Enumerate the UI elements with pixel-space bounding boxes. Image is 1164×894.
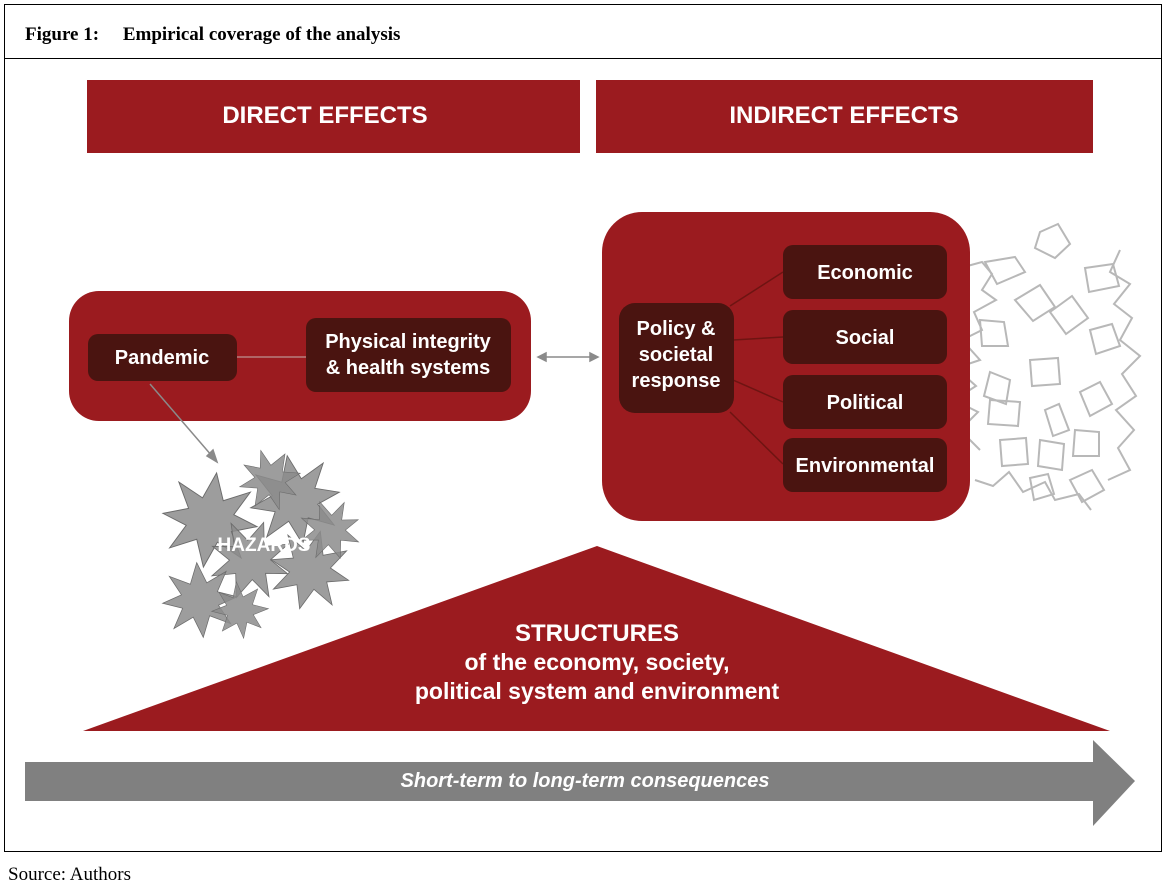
structures-title: STRUCTURES — [515, 620, 679, 647]
hazards-label: HAZARDS — [218, 535, 311, 556]
pandemic-label: Pandemic — [115, 347, 209, 369]
bidirectional-arrow — [536, 351, 600, 363]
physical-integrity-label-1: Physical integrity — [325, 331, 491, 353]
environmental-box — [783, 438, 947, 492]
political-label: Political — [827, 392, 904, 414]
structures-line-2: political system and environment — [415, 678, 780, 704]
indirect-effects-banner — [596, 80, 1093, 153]
policy-label-2: societal — [639, 344, 713, 366]
physical-integrity-box — [306, 318, 511, 392]
direct-effects-banner — [87, 80, 580, 153]
structures-triangle — [83, 546, 1110, 731]
indirect-effects-label: INDIRECT EFFECTS — [729, 102, 958, 129]
environmental-label: Environmental — [796, 455, 935, 477]
timeline-label: Short-term to long-term consequences — [401, 770, 770, 792]
doodle-shapes — [951, 222, 1142, 511]
structures-line-1: of the economy, society, — [465, 649, 730, 675]
social-label: Social — [836, 327, 895, 349]
physical-integrity-label-2: & health systems — [326, 357, 491, 379]
figure-number: Figure 1: — [25, 24, 100, 45]
pandemic-box — [88, 334, 237, 381]
figure-title-bar: Figure 1: Empirical coverage of the anal… — [4, 4, 1162, 59]
timeline-arrow — [25, 740, 1135, 826]
source-note: Source: Authors — [8, 864, 131, 885]
pandemic-to-hazards-arrow — [149, 383, 219, 464]
policy-response-box — [619, 303, 734, 413]
economic-label: Economic — [817, 262, 913, 284]
figure-title: Figure 1: Empirical coverage of the anal… — [25, 24, 400, 46]
political-box — [783, 375, 947, 429]
policy-label-1: Policy & — [637, 318, 716, 340]
figure-title-text: Empirical coverage of the analysis — [122, 24, 401, 45]
social-box — [783, 310, 947, 364]
policy-connectors — [729, 271, 784, 465]
direct-effects-label: DIRECT EFFECTS — [222, 102, 427, 129]
economic-box — [783, 245, 947, 299]
policy-label-3: response — [632, 370, 721, 392]
